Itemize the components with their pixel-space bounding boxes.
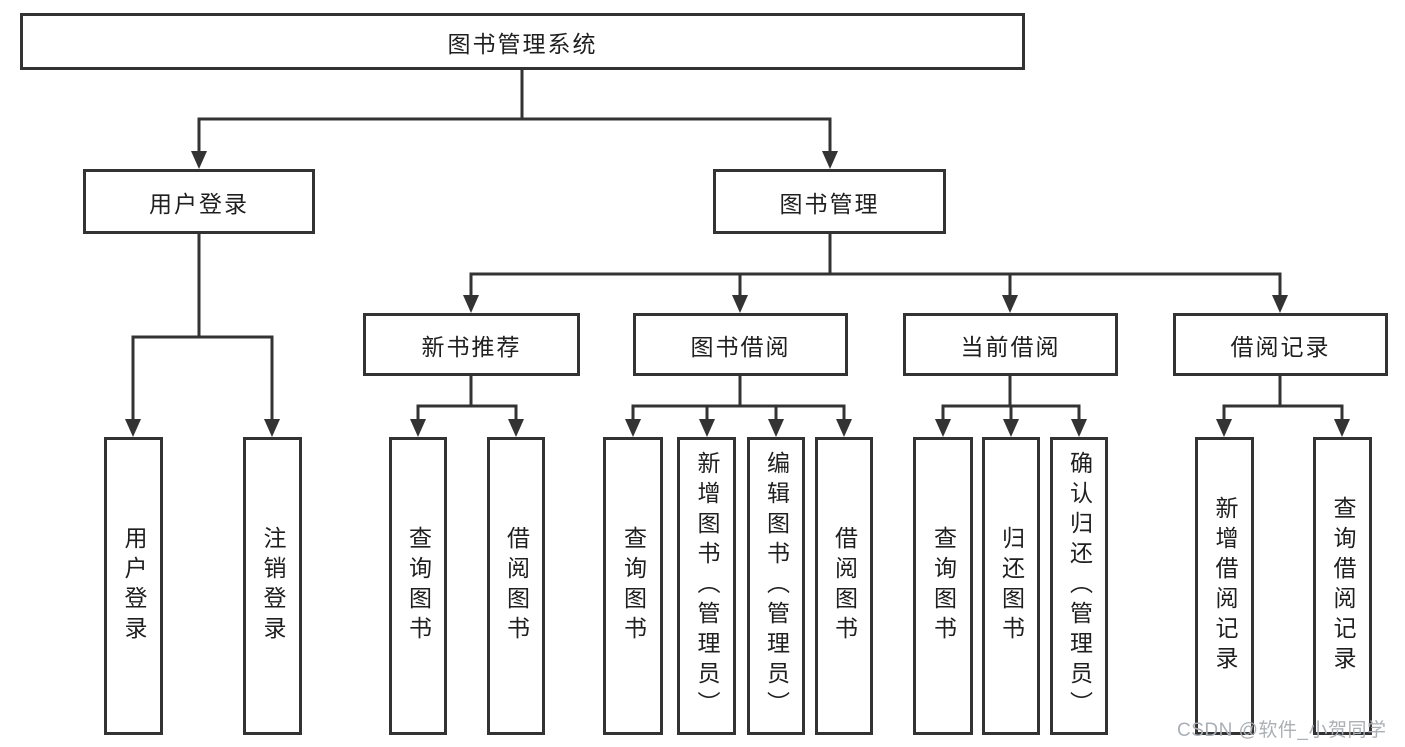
- leaf-query-books-recommend: 查询图书: [389, 437, 447, 735]
- leaf-return-books-label: 归还图书: [998, 526, 1025, 646]
- node-new-book-recommend-label: 新书推荐: [421, 333, 522, 360]
- node-current-borrowing-label: 当前借阅: [960, 333, 1061, 360]
- leaf-confirm-return-admin-label: 确认归还（管理员）: [1066, 451, 1093, 721]
- node-user-login-group-label: 用户登录: [149, 190, 249, 217]
- leaf-edit-books-admin-label: 编辑图书（管理员）: [763, 451, 790, 721]
- leaf-add-borrow-record: 新增借阅记录: [1195, 437, 1254, 735]
- node-user-login-group: 用户登录: [83, 169, 315, 234]
- leaf-add-books-admin: 新增图书（管理员）: [677, 437, 736, 735]
- csdn-watermark: CSDN @软件_小贺同学: [1177, 720, 1387, 741]
- leaf-borrow-books-label: 借阅图书: [831, 526, 858, 646]
- leaf-query-books-borrowing-label: 查询图书: [620, 526, 647, 646]
- leaf-borrow-books-recommend: 借阅图书: [487, 437, 545, 735]
- node-root-system: 图书管理系统: [20, 13, 1025, 70]
- node-current-borrowing: 当前借阅: [903, 313, 1118, 376]
- node-root-system-label: 图书管理系统: [447, 30, 598, 57]
- leaf-edit-books-admin: 编辑图书（管理员）: [747, 437, 805, 735]
- leaf-user-login-label: 用户登录: [121, 526, 147, 646]
- leaf-return-books: 归还图书: [982, 437, 1040, 735]
- leaf-confirm-return-admin: 确认归还（管理员）: [1050, 437, 1108, 735]
- leaf-query-books-current-label: 查询图书: [930, 526, 957, 646]
- leaf-logout-label: 注销登录: [260, 526, 286, 646]
- leaf-query-books-current: 查询图书: [913, 437, 973, 735]
- node-borrowing-records-label: 借阅记录: [1230, 333, 1331, 360]
- node-book-management: 图书管理: [713, 169, 946, 234]
- leaf-query-books-recommend-label: 查询图书: [405, 526, 432, 646]
- node-book-management-label: 图书管理: [779, 190, 880, 217]
- leaf-query-borrow-record: 查询借阅记录: [1313, 437, 1372, 735]
- node-new-book-recommend: 新书推荐: [363, 313, 580, 376]
- node-borrowing-records: 借阅记录: [1173, 313, 1388, 376]
- node-book-borrowing-label: 图书借阅: [690, 333, 791, 360]
- leaf-query-borrow-record-label: 查询借阅记录: [1330, 496, 1356, 676]
- leaf-user-login: 用户登录: [104, 437, 163, 735]
- node-book-borrowing: 图书借阅: [633, 313, 848, 376]
- leaf-add-borrow-record-label: 新增借阅记录: [1212, 496, 1238, 676]
- leaf-add-books-admin-label: 新增图书（管理员）: [694, 451, 720, 721]
- leaf-borrow-books-recommend-label: 借阅图书: [503, 526, 530, 646]
- leaf-borrow-books: 借阅图书: [815, 437, 873, 735]
- leaf-query-books-borrowing: 查询图书: [603, 437, 663, 735]
- leaf-logout: 注销登录: [243, 437, 302, 735]
